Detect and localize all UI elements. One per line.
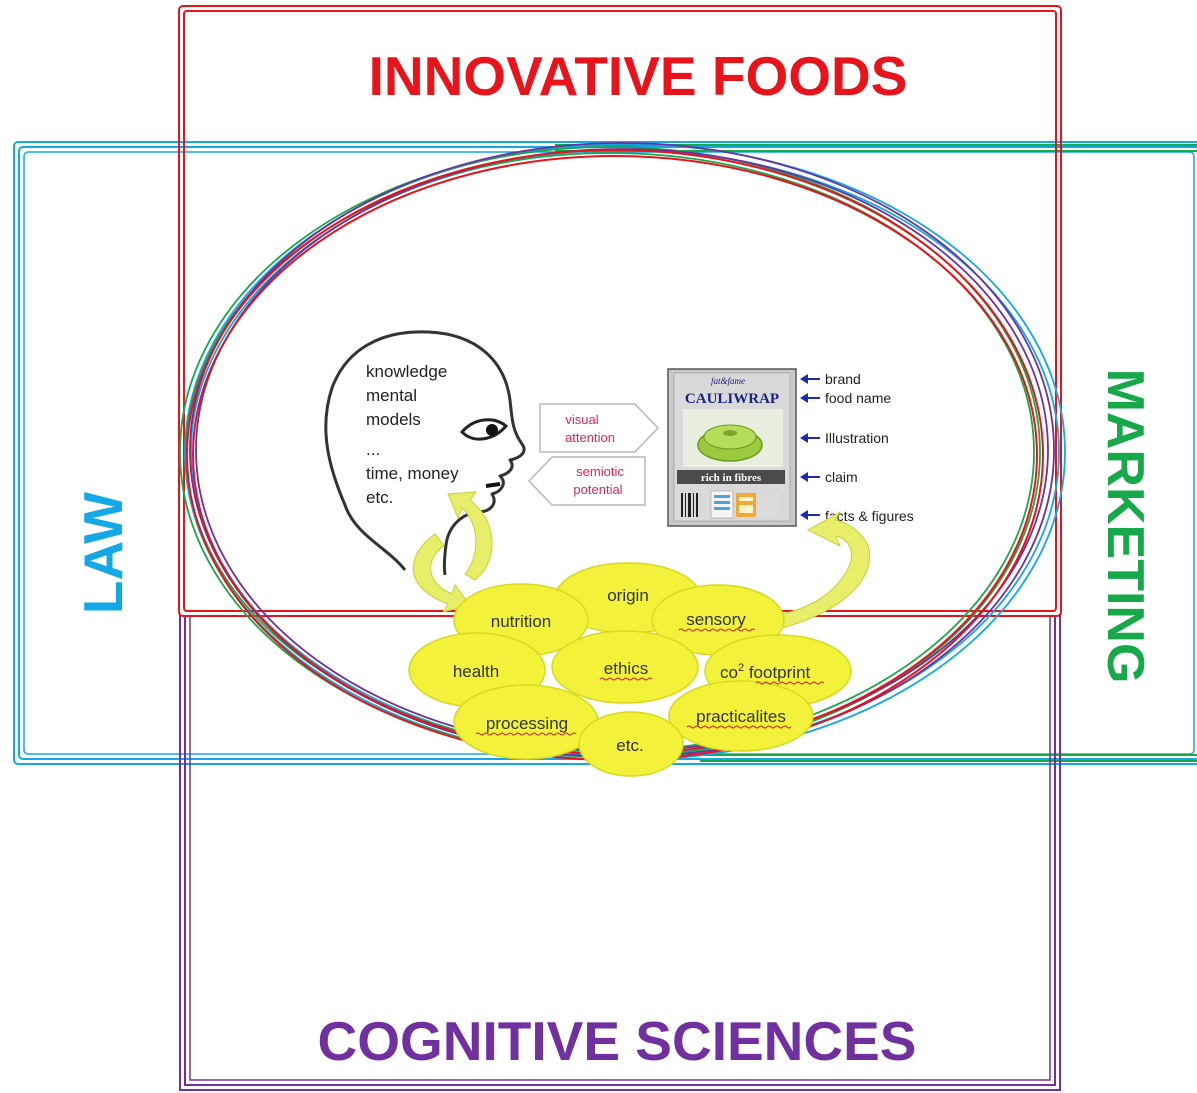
blob-etc (578, 711, 684, 777)
food-name-label-text: food name (825, 390, 891, 406)
spellcheck-underlines (475, 628, 825, 736)
eye-icon (459, 418, 509, 441)
package-brand: fat&fame (711, 376, 745, 386)
mouth-icon (485, 482, 501, 488)
co2-sup: 2 (738, 662, 744, 674)
cognitive-sciences-title: COGNITIVE SCIENCES (318, 1010, 917, 1072)
illustration-label: Illustration (800, 430, 889, 446)
product-package: fat&fame CAULIWRAP rich in fibres (667, 368, 797, 527)
blob-ethics (551, 630, 699, 704)
facts-figures-label: facts & figures (800, 508, 914, 524)
head-line: knowledge (366, 362, 447, 381)
blob-practicalites (668, 680, 814, 752)
facts-figures-label-text: facts & figures (825, 508, 914, 524)
attribute-labels: origin nutrition sensory health ethics c… (453, 586, 811, 755)
law-title: LAW (72, 492, 134, 614)
sensory-to-package-arrow (781, 511, 870, 629)
semiotic-potential-label: potential (573, 482, 622, 497)
co2-suffix: footprint (744, 663, 810, 682)
package-claim: rich in fibres (701, 472, 762, 484)
package-labels: brand food name Illustration claim facts… (800, 371, 914, 524)
semiotic-potential-arrow: semiotic potential (527, 456, 646, 506)
brand-label-text: brand (825, 371, 861, 387)
head-text: knowledge mental models ... time, money … (366, 362, 459, 507)
nutrition-label: nutrition (491, 612, 551, 631)
innovative-foods-title: INNOVATIVE FOODS (369, 45, 908, 107)
ethics-label: ethics (604, 659, 648, 678)
co2-prefix: co (720, 663, 738, 682)
package-name: CAULIWRAP (685, 391, 779, 407)
head-line: models (366, 410, 421, 429)
food-name-label: food name (800, 390, 891, 406)
practicalites-label: practicalites (696, 707, 786, 726)
semiotic-potential-label: semiotic (576, 464, 624, 479)
brand-label: brand (800, 371, 861, 387)
marketing-title: MARKETING (1096, 369, 1154, 684)
head-line: etc. (366, 488, 393, 507)
claim-label: claim (800, 469, 858, 485)
head-line: mental (366, 386, 417, 405)
visual-attention-label: attention (565, 430, 615, 445)
sensory-label: sensory (686, 610, 746, 629)
health-label: health (453, 662, 499, 681)
visual-attention-arrow: visual attention (539, 403, 660, 453)
co2-footprint-label: co2 footprint (720, 662, 811, 682)
head-line: time, money (366, 464, 459, 483)
attribute-cluster (408, 562, 852, 777)
barcode-icon (681, 493, 698, 517)
head-line: ... (366, 440, 380, 459)
cognitive-sciences-frame (179, 615, 1061, 1091)
visual-attention-label: visual (565, 412, 598, 427)
etc-label: etc. (616, 736, 643, 755)
origin-label: origin (607, 586, 649, 605)
processing-label: processing (486, 714, 568, 733)
illustration-label-text: Illustration (825, 430, 889, 446)
claim-label-text: claim (825, 469, 858, 485)
